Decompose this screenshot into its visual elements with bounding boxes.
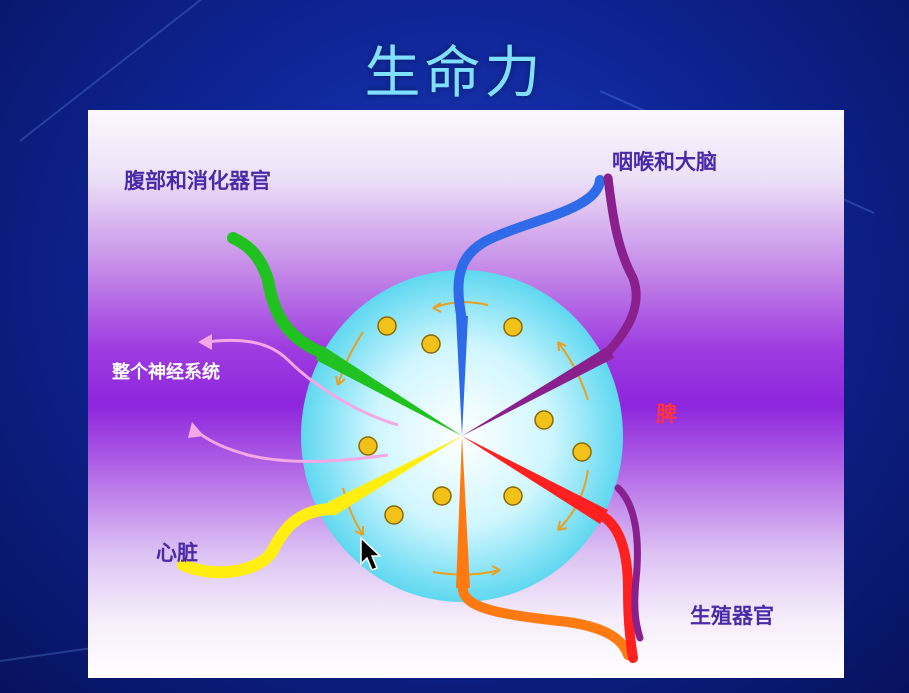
heart-channel-yellow-line xyxy=(177,503,337,579)
energy-point xyxy=(572,442,592,462)
label-heart: 心脏 xyxy=(156,541,198,565)
energy-point xyxy=(421,334,441,354)
genital-channel-orange-line xyxy=(457,581,633,660)
reproductive-channel-purple-line xyxy=(614,484,644,642)
energy-point xyxy=(534,410,554,430)
energy-point xyxy=(384,505,404,525)
brain-channel-purple-line xyxy=(603,173,641,357)
label-spleen: 脾 xyxy=(656,402,677,426)
nerve-channel-pink-2 xyxy=(194,428,389,463)
energy-point xyxy=(377,316,397,336)
throat-channel-blue-line xyxy=(453,175,605,325)
abdomen-channel-green-line xyxy=(227,232,326,358)
nerve-arrowhead-1 xyxy=(198,334,212,350)
slide-title: 生命力 xyxy=(364,41,545,106)
genital-channel-orange xyxy=(456,436,470,588)
reproductive-channel-red-line xyxy=(599,512,638,663)
energy-points xyxy=(358,316,592,525)
energy-point xyxy=(432,486,452,506)
life-force-diagram xyxy=(177,173,644,663)
diagram-panel xyxy=(88,110,844,678)
reproductive-channel-red xyxy=(462,436,608,524)
label-throat-brain: 咽喉和大脑 xyxy=(612,150,717,174)
heart-channel-yellow xyxy=(328,436,462,516)
energy-point xyxy=(358,436,378,456)
label-abdomen: 腹部和消化器官 xyxy=(124,169,271,193)
label-nervous-system: 整个神经系统 xyxy=(112,362,220,383)
brain-channel-purple xyxy=(462,346,614,436)
nerve-channel-pink-1 xyxy=(205,338,399,427)
nerve-arrowhead-2 xyxy=(188,422,204,438)
arrow-cursor-icon xyxy=(360,536,382,571)
energy-point xyxy=(503,317,523,337)
label-reproductive: 生殖器官 xyxy=(690,604,774,628)
energy-point xyxy=(503,486,523,506)
abdomen-channel-green xyxy=(316,346,462,436)
throat-channel-blue xyxy=(456,316,468,436)
